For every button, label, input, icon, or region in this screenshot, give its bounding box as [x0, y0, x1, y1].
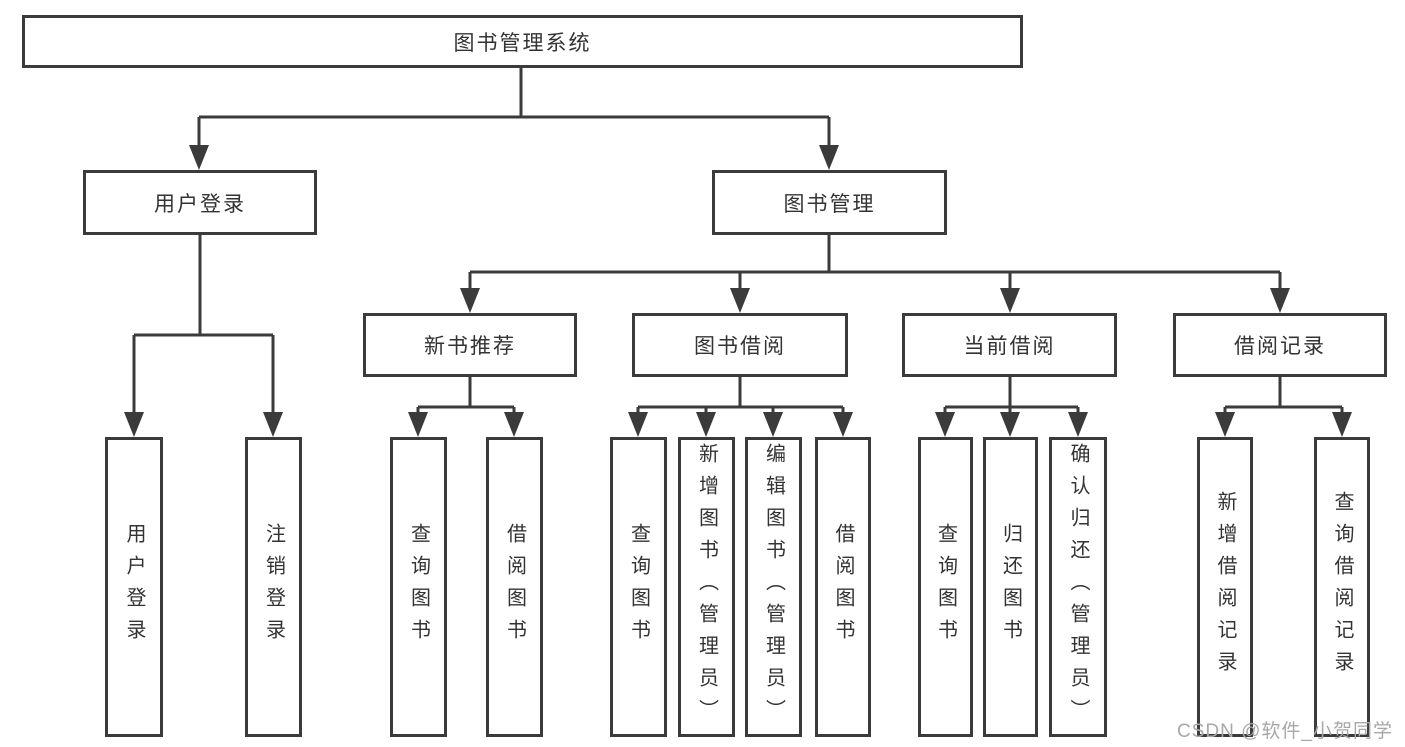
- leaf-borrow-books-recommend-label: 借阅图书: [503, 523, 526, 651]
- arrowhead: [408, 412, 428, 437]
- node-root-label: 图书管理系统: [453, 31, 592, 55]
- node-book-management: 图书管理: [712, 170, 947, 235]
- node-new-book-recommend: 新书推荐: [363, 313, 577, 377]
- leaf-confirm-return-admin: 确认归还（管理员）: [1049, 437, 1107, 737]
- leaf-edit-book-admin-label: 编辑图书（管理员）: [762, 443, 785, 731]
- leaf-query-books-current-label: 查询图书: [934, 523, 957, 651]
- leaf-query-books-recommend: 查询图书: [390, 437, 447, 737]
- node-current-borrow: 当前借阅: [902, 313, 1117, 377]
- arrowhead: [730, 288, 750, 313]
- node-current-borrow-label: 当前借阅: [963, 335, 1056, 358]
- arrowhead: [696, 412, 716, 437]
- arrowhead: [460, 288, 480, 313]
- leaf-add-borrow-record: 新增借阅记录: [1197, 437, 1253, 737]
- leaf-query-books-recommend-label: 查询图书: [407, 523, 430, 651]
- node-book-management-label: 图书管理: [783, 192, 876, 216]
- arrowhead: [189, 145, 209, 170]
- connector-user-login: [132, 235, 275, 413]
- arrowhead: [1332, 412, 1352, 437]
- leaf-add-book-admin: 新增图书（管理员）: [678, 437, 735, 737]
- node-root: 图书管理系统: [22, 15, 1023, 68]
- leaf-query-books-borrow-label: 查询图书: [627, 523, 650, 651]
- node-borrow-records: 借阅记录: [1173, 313, 1387, 377]
- leaf-edit-book-admin: 编辑图书（管理员）: [745, 437, 802, 737]
- leaf-confirm-return-admin-label: 确认归还（管理员）: [1067, 443, 1089, 731]
- leaf-return-book-label: 归还图书: [999, 523, 1022, 651]
- arrowhead: [124, 412, 144, 437]
- node-user-login-label: 用户登录: [154, 192, 246, 216]
- leaf-add-book-admin-label: 新增图书（管理员）: [695, 443, 718, 731]
- arrowhead: [819, 145, 839, 170]
- csdn-watermark: CSDN @软件_小贺同学: [1177, 721, 1393, 742]
- leaf-logout-label: 注销登录: [262, 523, 285, 651]
- leaf-query-borrow-record: 查询借阅记录: [1314, 437, 1370, 737]
- leaf-borrow-books-label: 借阅图书: [832, 523, 854, 651]
- leaf-query-books-current: 查询图书: [918, 437, 973, 737]
- connector-borrow-records: [1223, 377, 1344, 413]
- leaf-query-books-borrow: 查询图书: [610, 437, 667, 737]
- arrowhead: [504, 412, 524, 437]
- arrowhead: [763, 412, 783, 437]
- connector-book-management: [468, 235, 1282, 289]
- node-new-book-recommend-label: 新书推荐: [424, 335, 516, 358]
- arrowhead: [935, 412, 955, 437]
- connector-current-borrow: [943, 377, 1080, 413]
- arrowhead: [1000, 288, 1020, 313]
- node-borrow-records-label: 借阅记录: [1234, 335, 1326, 358]
- node-book-borrow: 图书借阅: [632, 313, 848, 377]
- node-user-login: 用户登录: [83, 170, 317, 235]
- leaf-user-login-label: 用户登录: [123, 523, 145, 651]
- leaf-add-borrow-record-label: 新增借阅记录: [1214, 491, 1236, 683]
- connector-root: [197, 68, 831, 146]
- arrowhead: [1000, 412, 1020, 437]
- leaf-borrow-books-recommend: 借阅图书: [486, 437, 543, 737]
- arrowhead: [1068, 412, 1088, 437]
- leaf-user-login: 用户登录: [105, 437, 163, 737]
- leaf-logout: 注销登录: [245, 437, 302, 737]
- arrowhead: [628, 412, 648, 437]
- connector-book-borrow: [636, 377, 845, 413]
- leaf-query-borrow-record-label: 查询借阅记录: [1331, 491, 1353, 683]
- arrowhead: [833, 412, 853, 437]
- leaf-return-book: 归还图书: [983, 437, 1038, 737]
- connector-new-book: [416, 377, 516, 413]
- arrowhead: [263, 412, 283, 437]
- node-book-borrow-label: 图书借阅: [694, 335, 786, 358]
- leaf-borrow-books: 借阅图书: [815, 437, 871, 737]
- arrowhead: [1215, 412, 1235, 437]
- arrowhead: [1270, 288, 1290, 313]
